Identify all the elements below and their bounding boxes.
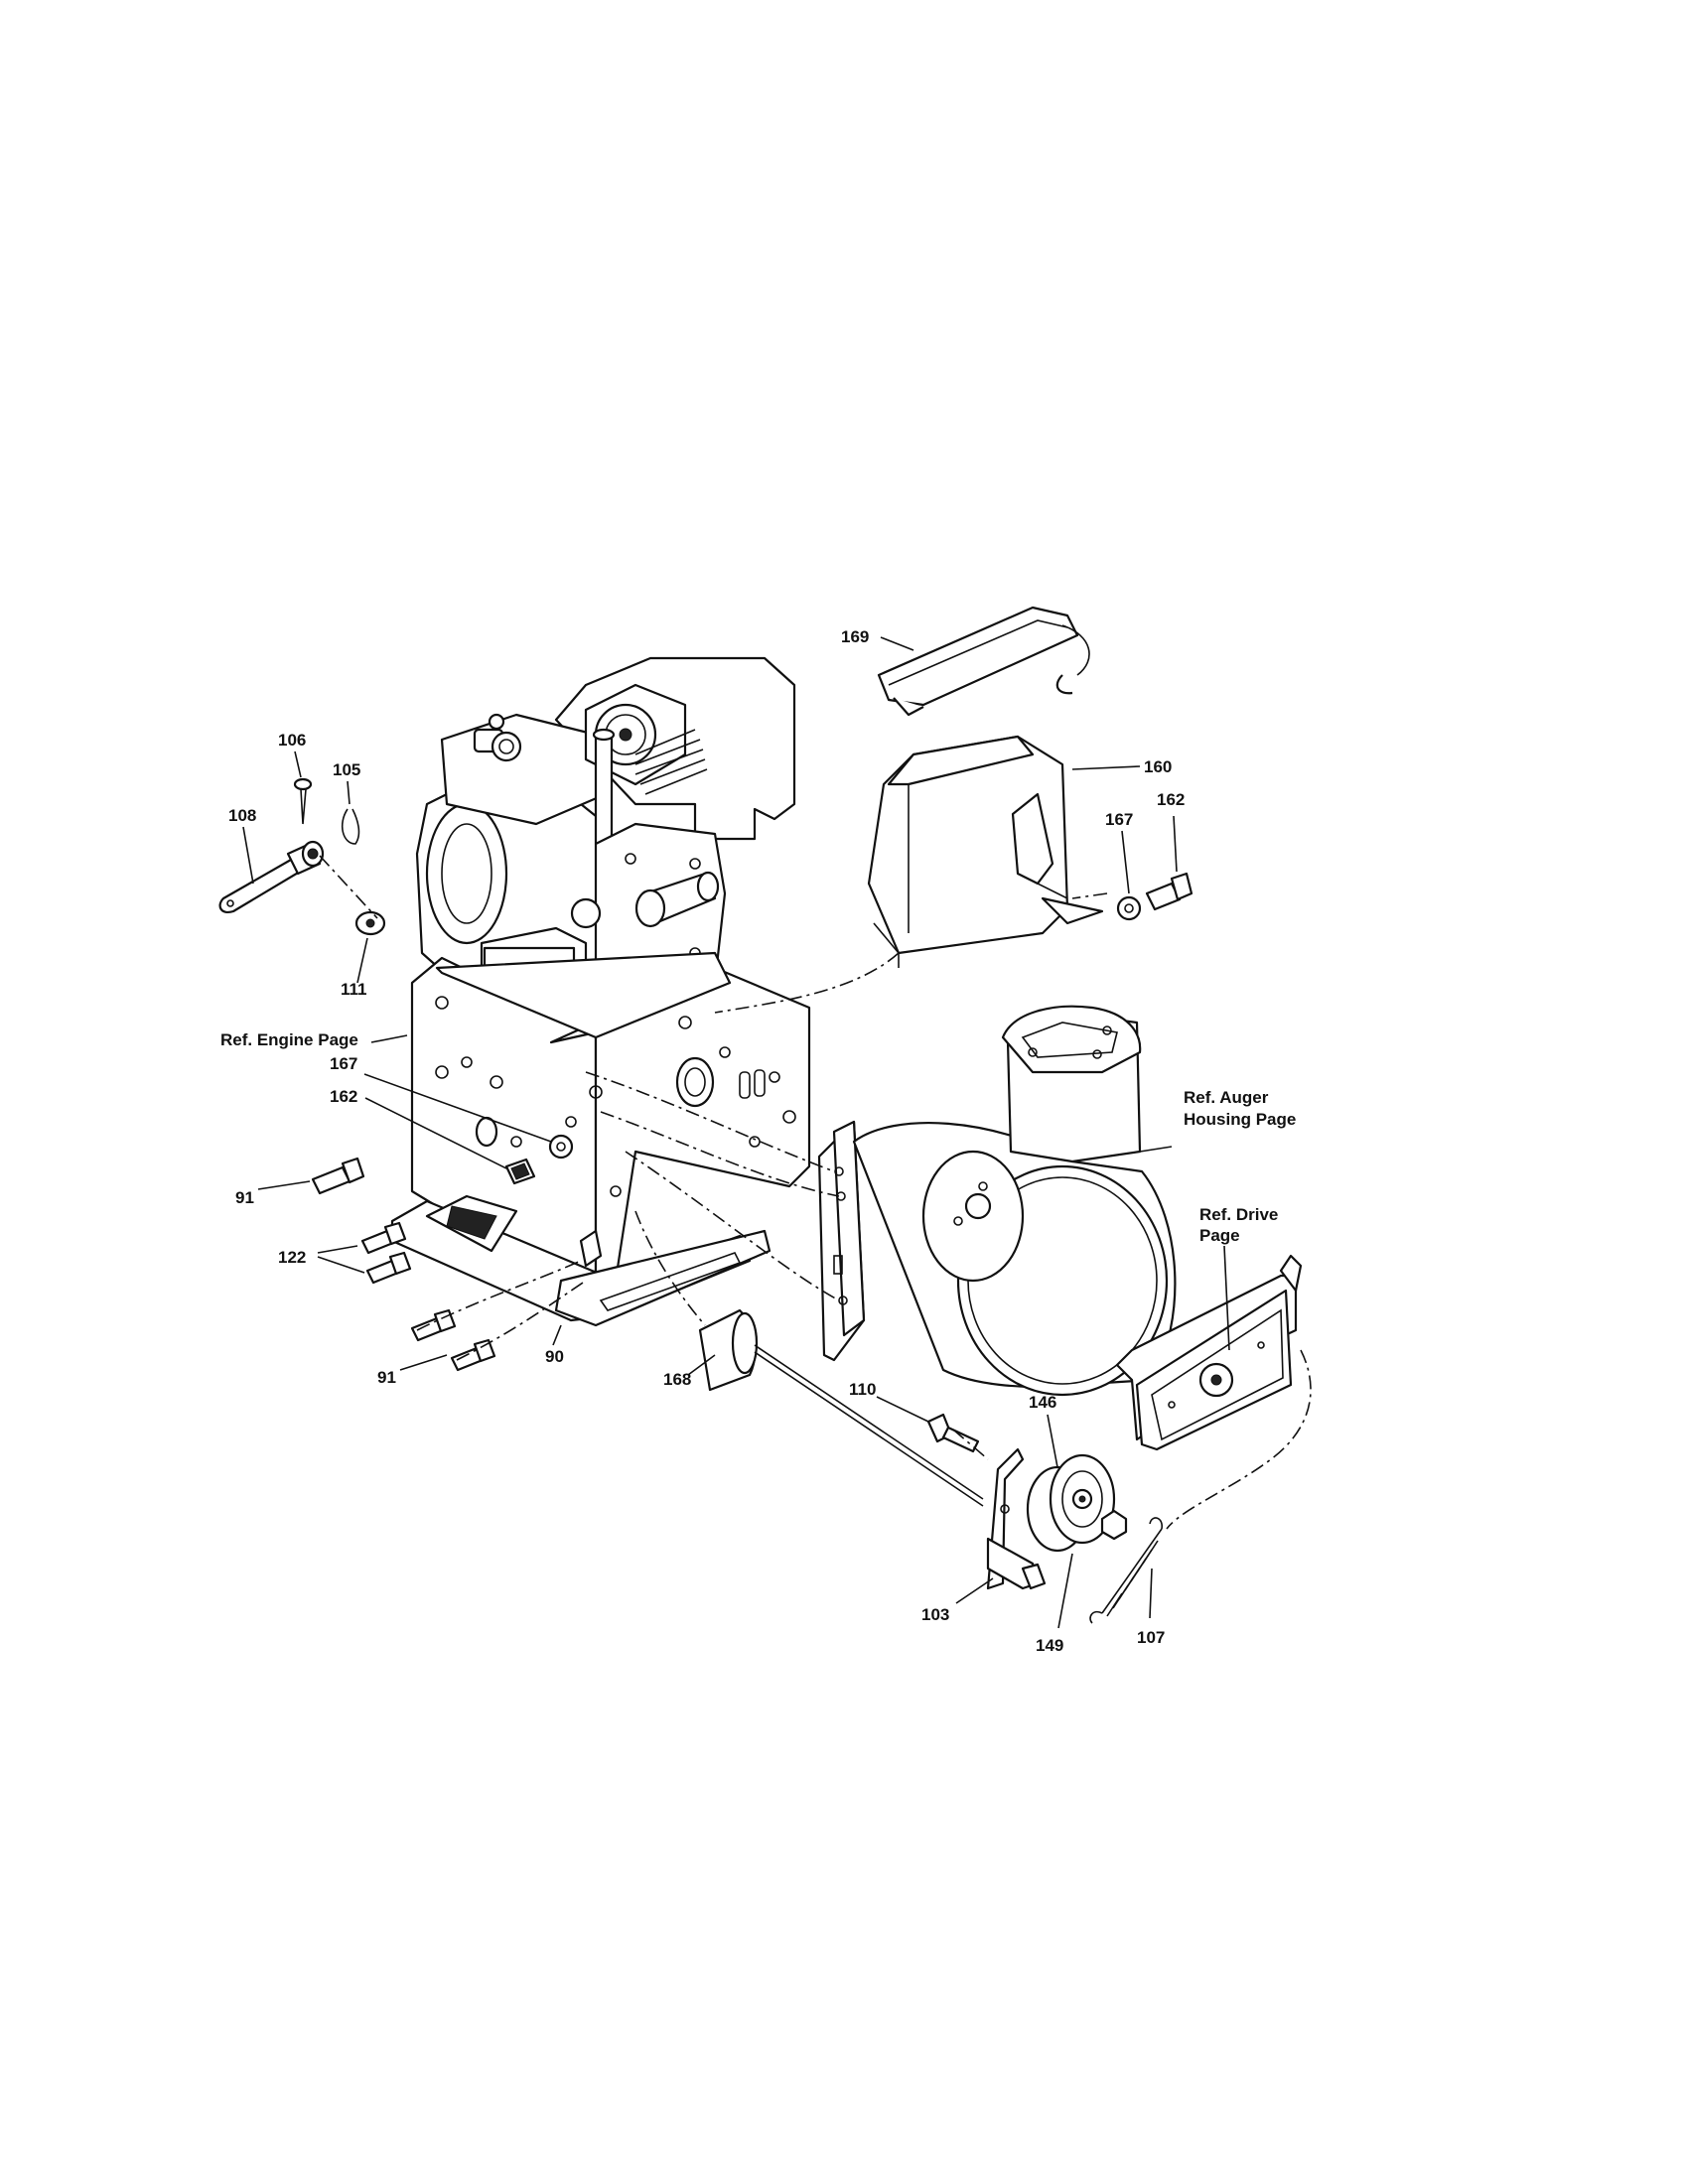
bolts-122 bbox=[360, 1221, 412, 1285]
callout-167-chute: 167 bbox=[1105, 810, 1133, 829]
frame-chassis bbox=[390, 951, 811, 1327]
auger-housing bbox=[817, 1005, 1177, 1397]
ref-engine-page: Ref. Engine Page bbox=[220, 1030, 358, 1049]
washer-111 bbox=[354, 910, 386, 936]
callout-167-frame: 167 bbox=[330, 1054, 357, 1073]
hairpin-105 bbox=[341, 808, 360, 845]
callout-146: 146 bbox=[1029, 1393, 1056, 1412]
leader-lines bbox=[242, 636, 1230, 1629]
callout-122: 122 bbox=[278, 1248, 306, 1267]
callout-111: 111 bbox=[341, 980, 367, 999]
callout-103: 103 bbox=[921, 1605, 949, 1624]
ref-auger-housing-line1: Ref. Auger bbox=[1184, 1088, 1269, 1107]
spring-107 bbox=[1089, 1517, 1163, 1624]
washer-167-bolt-162 bbox=[1116, 872, 1193, 921]
callout-160: 160 bbox=[1144, 757, 1172, 776]
callout-107: 107 bbox=[1137, 1628, 1165, 1647]
engine bbox=[415, 656, 796, 1010]
alignment-lines bbox=[319, 855, 1312, 1530]
rod-168 bbox=[698, 1308, 984, 1507]
callout-106: 106 bbox=[278, 731, 306, 750]
ref-drive-page-line2: Page bbox=[1199, 1226, 1240, 1245]
ref-auger-housing-line2: Housing Page bbox=[1184, 1110, 1296, 1129]
pulley-146 bbox=[1026, 1453, 1116, 1553]
callout-110: 110 bbox=[849, 1380, 876, 1399]
callout-149: 149 bbox=[1036, 1636, 1063, 1655]
nut-149 bbox=[1100, 1509, 1128, 1541]
link-108 bbox=[218, 840, 325, 913]
pin-106 bbox=[293, 777, 313, 825]
callout-108: 108 bbox=[228, 806, 256, 825]
callout-162-frame: 162 bbox=[330, 1087, 357, 1106]
callout-162-chute: 162 bbox=[1157, 790, 1185, 809]
idler-bracket-103 bbox=[986, 1447, 1047, 1590]
drive-plate bbox=[1115, 1254, 1303, 1451]
chute-cover-169 bbox=[877, 606, 1090, 717]
callout-105: 105 bbox=[333, 760, 360, 779]
callout-91-lower: 91 bbox=[377, 1368, 396, 1387]
chute-160 bbox=[867, 735, 1104, 968]
ref-drive-page-line1: Ref. Drive bbox=[1199, 1205, 1278, 1224]
callout-169: 169 bbox=[841, 627, 869, 646]
callout-90: 90 bbox=[545, 1347, 564, 1366]
bolts-91-lower bbox=[410, 1308, 496, 1372]
callout-labels: 169 160 167 162 106 105 108 111 Ref. Eng… bbox=[220, 627, 1296, 1655]
callout-91-upper: 91 bbox=[235, 1188, 254, 1207]
bolt-110 bbox=[926, 1413, 980, 1453]
bolt-91-upper bbox=[311, 1157, 365, 1195]
callout-168: 168 bbox=[663, 1370, 691, 1389]
